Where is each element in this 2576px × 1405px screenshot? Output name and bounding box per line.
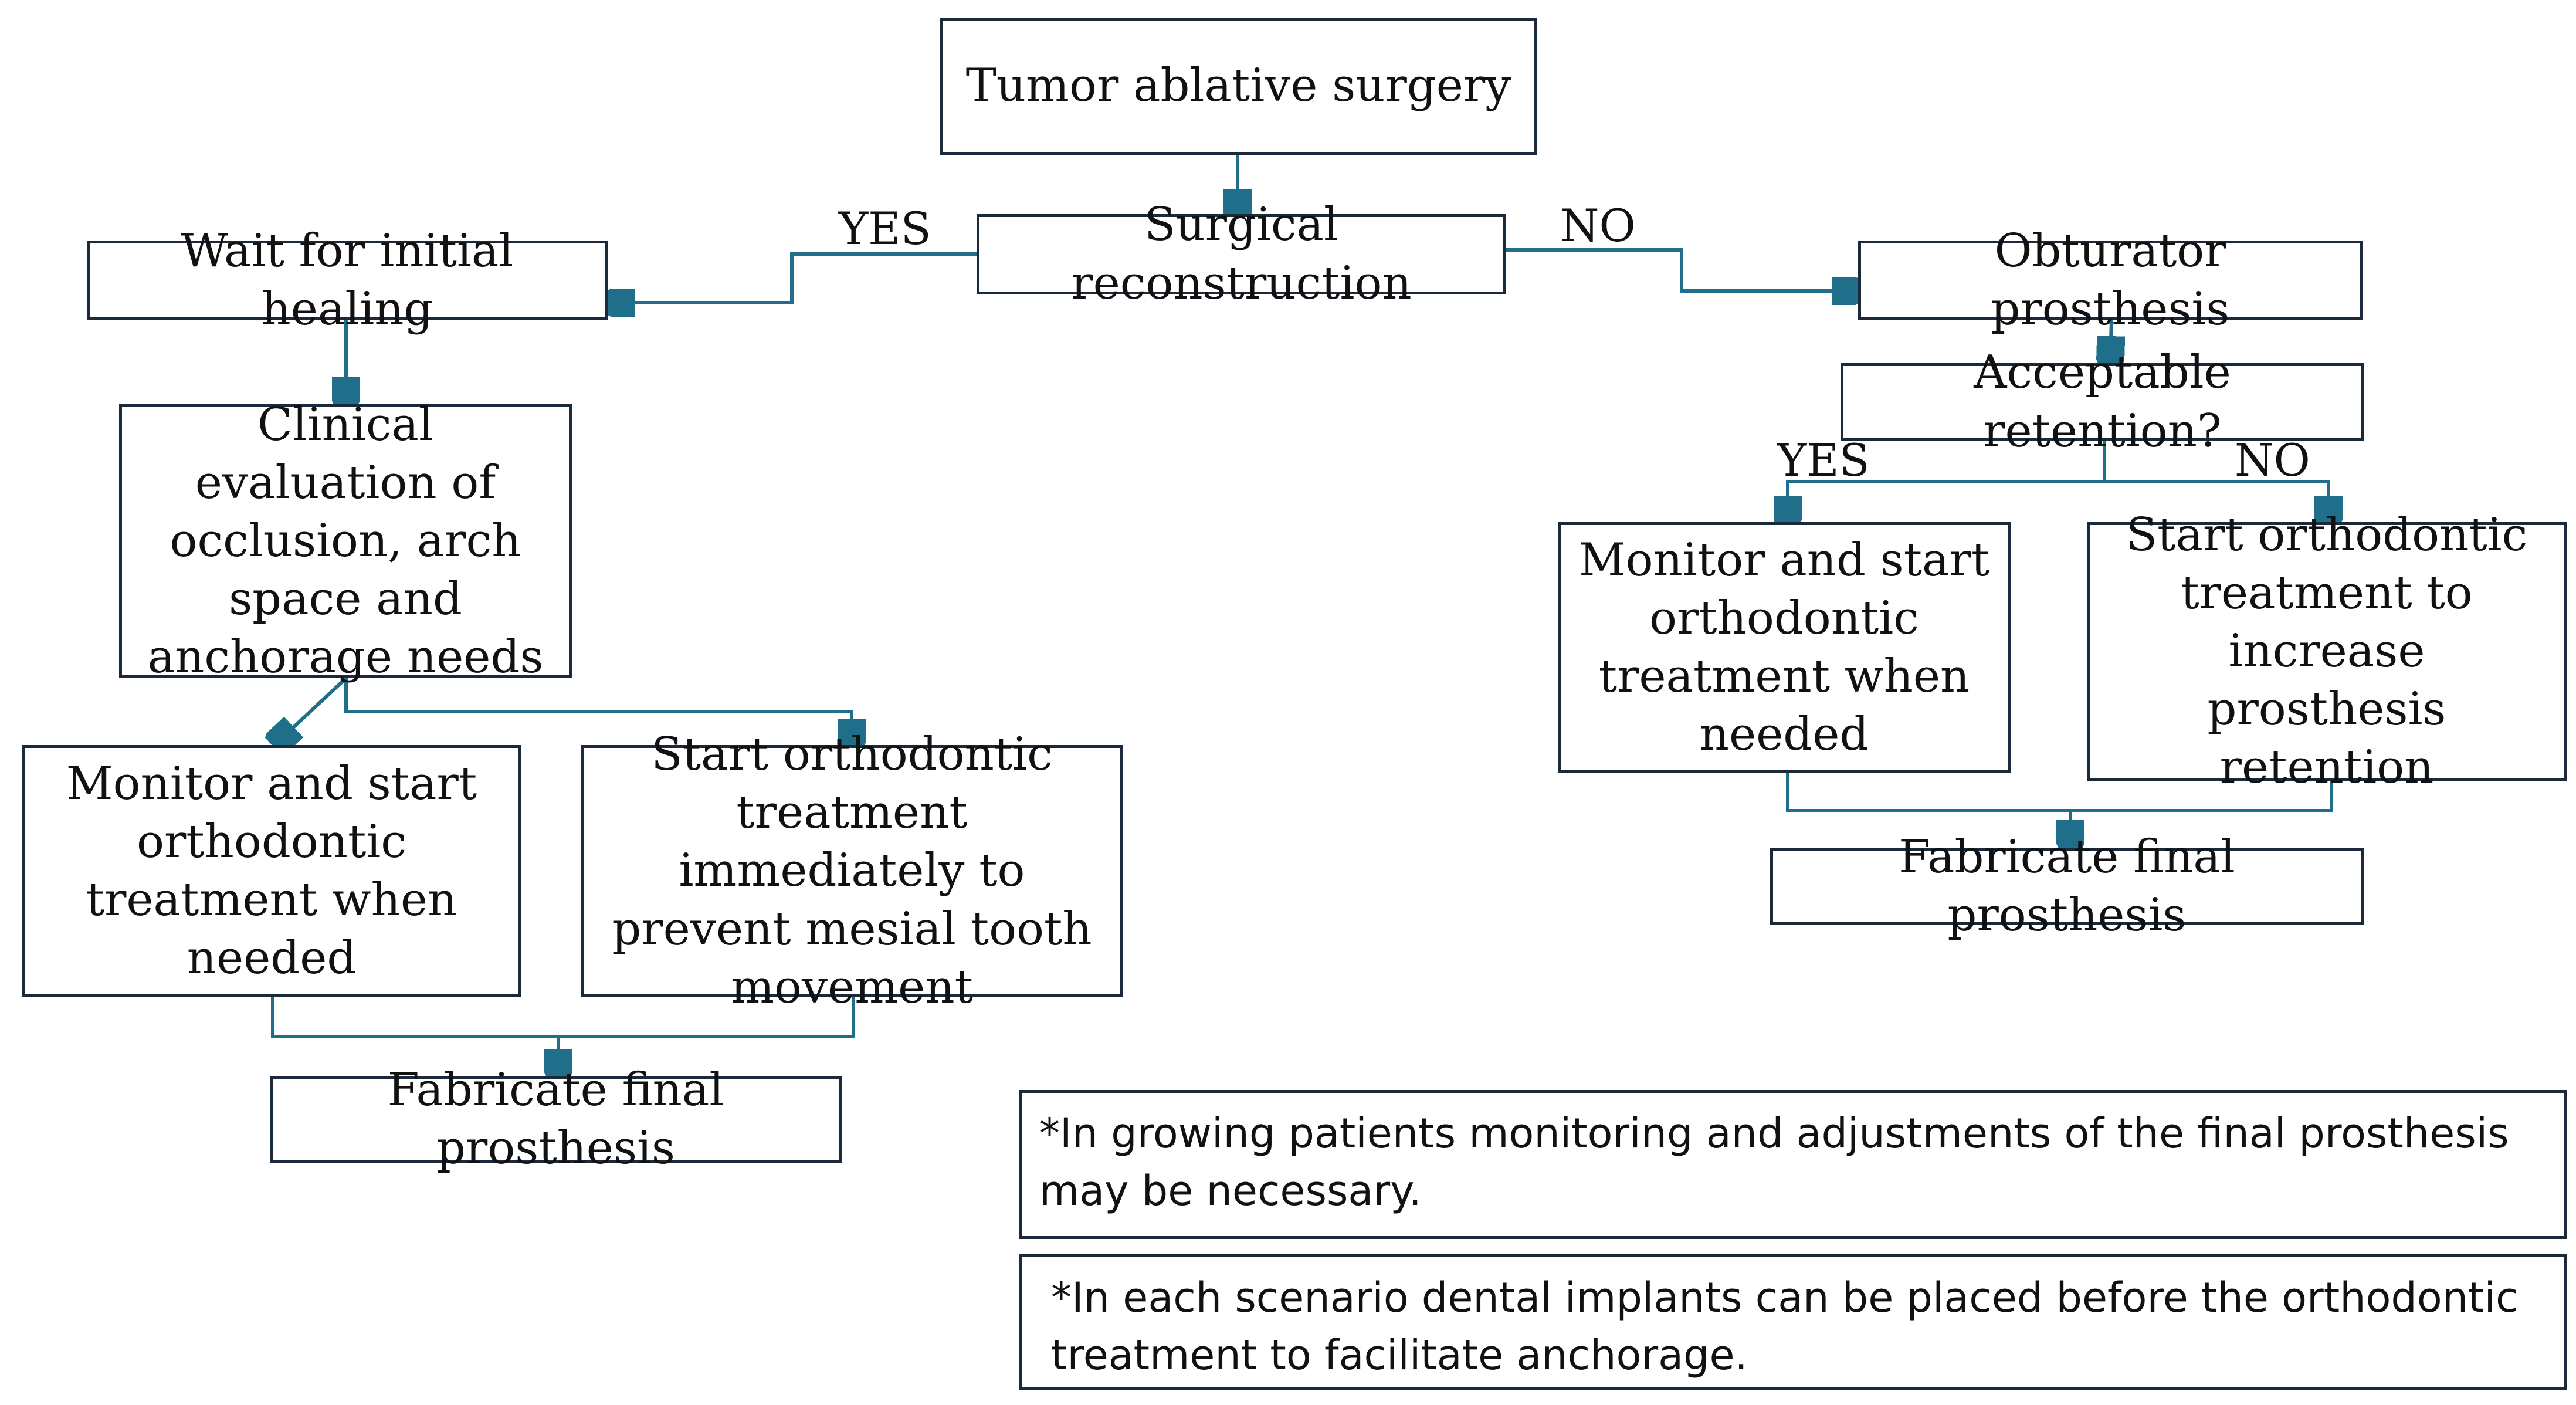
arrow-reconstruction-to-obturator bbox=[1505, 248, 1856, 291]
no-label-retention: NO bbox=[2235, 434, 2310, 486]
arrow-retention-to-right-monitor bbox=[1788, 480, 2104, 521]
acceptable-retention-box: Acceptable retention? bbox=[1841, 346, 2364, 458]
tumor-surgery-box: Tumor ablative surgery bbox=[940, 18, 1537, 155]
connector-left-merge bbox=[271, 997, 855, 1038]
connector-right-merge bbox=[1786, 773, 2333, 812]
wait-healing-box: Wait for initial healing bbox=[87, 225, 608, 336]
arrow-obturator-to-retention bbox=[2110, 320, 2111, 361]
right-start-box: Start orthodontic treatment to increase … bbox=[2087, 509, 2567, 794]
arrow-retention-to-right-start bbox=[2104, 480, 2328, 521]
left-monitor-box: Monitor and start orthodontic treatment … bbox=[22, 745, 521, 997]
yes-label-retention: YES bbox=[1777, 434, 1870, 486]
left-start-immediately-box: Start orthodontic treatment immediately … bbox=[581, 728, 1123, 1014]
obturator-prosthesis-box: Obturator prosthesis bbox=[1858, 225, 2363, 336]
arrow-reconstruction-to-wait bbox=[610, 252, 978, 303]
right-fabricate-box: Fabricate final prosthesis bbox=[1770, 831, 2364, 942]
arrow-clinical-to-left-monitor bbox=[276, 676, 348, 744]
dental-implants-note: *In each scenario dental implants can be… bbox=[1019, 1254, 2567, 1390]
right-monitor-box: Monitor and start orthodontic treatment … bbox=[1558, 522, 2011, 773]
left-fabricate-box: Fabricate final prosthesis bbox=[270, 1064, 842, 1174]
growing-patients-note: *In growing patients monitoring and adju… bbox=[1019, 1090, 2567, 1239]
yes-label-reconstruction: YES bbox=[839, 202, 931, 255]
clinical-evaluation-box: Clinical evaluation of occlusion, arch s… bbox=[119, 398, 572, 683]
no-label-reconstruction: NO bbox=[1560, 199, 1636, 252]
arrow-clinical-to-left-start bbox=[344, 678, 852, 744]
surgical-reconstruction-box: Surgical reconstruction bbox=[977, 198, 1506, 310]
